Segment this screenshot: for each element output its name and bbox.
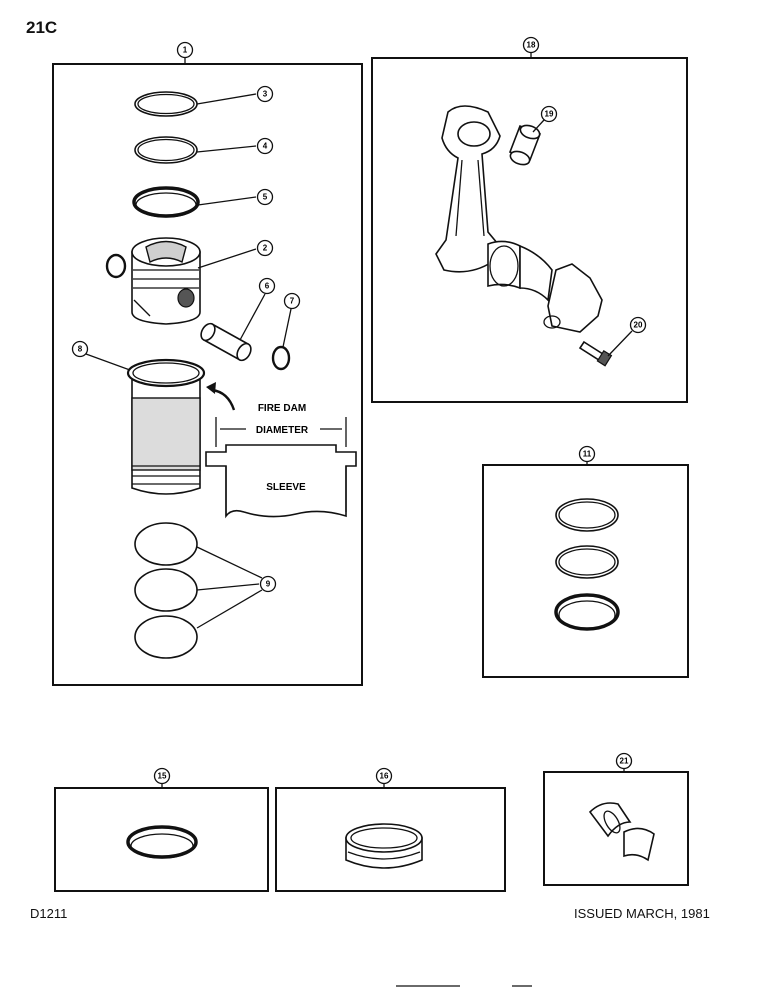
- issue-date: ISSUED MARCH, 1981: [574, 906, 710, 921]
- sleeve-16: [345, 823, 423, 869]
- svg-text:8: 8: [78, 345, 83, 354]
- figure-id: D1211: [30, 906, 68, 921]
- callout-20: 20: [629, 316, 647, 334]
- callout-5: 5: [256, 188, 274, 206]
- rod-cap: [543, 263, 603, 333]
- panel-item-16: [275, 787, 506, 892]
- svg-text:20: 20: [634, 321, 643, 330]
- seal-rings-9: [134, 522, 198, 659]
- piston-pin-6: [200, 322, 252, 362]
- callout-15: 15: [153, 767, 171, 785]
- svg-text:5: 5: [263, 193, 268, 202]
- svg-text:4: 4: [263, 142, 268, 151]
- cylinder-sleeve-8: [126, 358, 206, 495]
- panel-connecting-rod: [371, 57, 688, 403]
- svg-text:3: 3: [263, 90, 268, 99]
- svg-text:6: 6: [265, 282, 270, 291]
- callout-2: 2: [256, 239, 274, 257]
- svg-text:1: 1: [183, 46, 188, 55]
- panel-item-15: [54, 787, 269, 892]
- callout-18: 18: [522, 36, 540, 54]
- diameter-label: DIAMETER: [256, 425, 309, 436]
- svg-text:11: 11: [583, 450, 592, 459]
- svg-text:7: 7: [290, 297, 295, 306]
- svg-text:18: 18: [527, 41, 536, 50]
- retainer-clip-7: [271, 345, 291, 371]
- fire-dam-label: FIRE DAM: [258, 403, 306, 414]
- bearing-halves: [487, 240, 553, 302]
- svg-text:15: 15: [158, 772, 167, 781]
- callout-6: 6: [258, 277, 276, 295]
- callout-1: 1: [176, 41, 194, 59]
- svg-text:16: 16: [380, 772, 389, 781]
- svg-text:21: 21: [620, 757, 629, 766]
- svg-text:2: 2: [263, 244, 268, 253]
- ring-15: [126, 825, 198, 859]
- callout-11: 11: [578, 445, 596, 463]
- callout-3: 3: [256, 85, 274, 103]
- panel-piston-kit: [52, 63, 363, 686]
- callout-7: 7: [283, 292, 301, 310]
- page-code: 21C: [26, 18, 58, 37]
- callout-4: 4: [256, 137, 274, 155]
- callout-16: 16: [375, 767, 393, 785]
- piston-ring-3: [134, 91, 198, 117]
- piston-ring-4: [134, 136, 198, 164]
- svg-text:9: 9: [266, 580, 271, 589]
- callout-8: 8: [71, 340, 89, 358]
- connecting-rod-18: [435, 105, 501, 273]
- bearing-21: [588, 802, 655, 862]
- panel-item-21: [543, 771, 689, 886]
- indicator-arrow: [211, 388, 236, 411]
- callout-9: 9: [259, 575, 277, 593]
- panel-ring-set: [482, 464, 689, 678]
- sleeve-label: SLEEVE: [266, 482, 306, 493]
- piston-ring-5: [132, 186, 200, 218]
- rod-bolt-20: [578, 340, 613, 367]
- callout-21: 21: [615, 752, 633, 770]
- bushing-19: [508, 124, 542, 166]
- ring-set-11: [554, 498, 620, 631]
- callout-19: 19: [540, 105, 558, 123]
- piston-2: [131, 237, 201, 325]
- svg-text:19: 19: [545, 110, 554, 119]
- retainer-clip-left: [105, 253, 127, 279]
- sleeve-section-view: [205, 444, 357, 519]
